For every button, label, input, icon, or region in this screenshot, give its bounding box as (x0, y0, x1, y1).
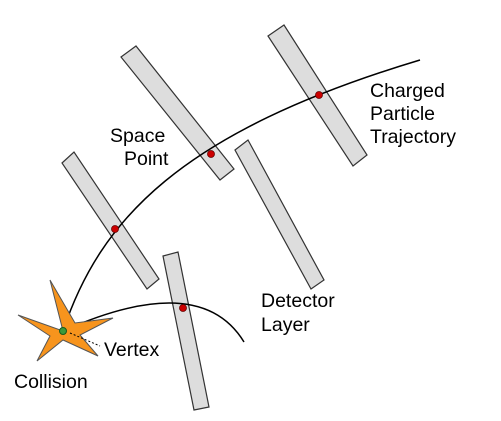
label-vertex: Vertex (104, 339, 160, 361)
collision-star (17, 279, 114, 362)
detector-layer-1 (61, 151, 160, 290)
vertex-dot (59, 327, 67, 335)
charged-particle-trajectory (62, 59, 421, 332)
detector-layer-4 (234, 139, 325, 290)
space-point-hit (111, 225, 119, 233)
detector-layer-2 (120, 45, 235, 181)
label-trajectory: Charged Particle Trajectory (370, 80, 456, 148)
trajectories (62, 59, 421, 343)
space-points (111, 91, 323, 312)
space-point-hit (315, 91, 323, 99)
space-point-hit (207, 150, 215, 158)
detector-layer-5 (162, 251, 210, 411)
secondary-trajectory (62, 302, 245, 343)
space-point-hit (179, 304, 187, 312)
vertex-leader (69, 332, 101, 347)
label-space-point: Space Point (110, 125, 171, 170)
label-collision: Collision (14, 371, 88, 393)
label-detector-layer: Detector Layer (261, 290, 340, 336)
